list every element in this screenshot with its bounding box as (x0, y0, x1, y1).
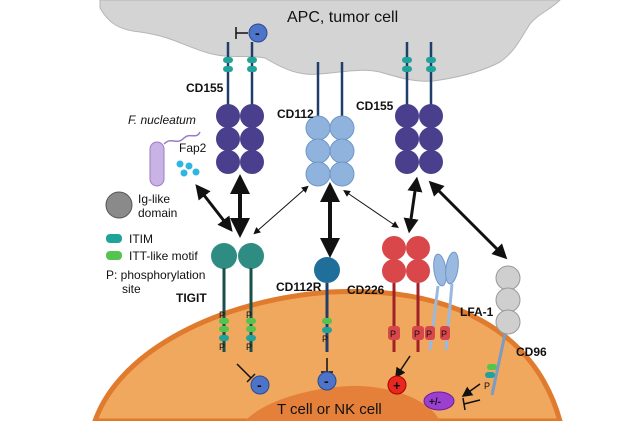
lfa1: P P (425, 251, 459, 351)
cd155-right-label: CD155 (356, 99, 394, 113)
svg-text:site: site (122, 282, 141, 296)
cd96-dual-signal: +/- (423, 383, 481, 411)
svg-text:-: - (324, 373, 329, 389)
arrow-cd112-tigit (253, 185, 309, 235)
svg-text:P: P (246, 310, 252, 320)
fap2-particles (176, 160, 200, 177)
apc-label: APC, tumor cell (287, 9, 398, 26)
cd112r-inhibition-signal: - (317, 358, 337, 391)
tigit-label: TIGIT (176, 291, 207, 305)
itt-legend-icon (106, 251, 122, 260)
cd112-label: CD112 (277, 107, 314, 121)
svg-text:P: P (426, 329, 432, 339)
t-cell-nucleus (245, 385, 440, 421)
cd155-left-label: CD155 (186, 81, 224, 95)
svg-text:P: P (219, 342, 225, 352)
svg-text:P: phosphorylation: P: phosphorylation (106, 268, 205, 282)
cd112 (305, 62, 355, 187)
fap2-label: Fap2 (179, 141, 207, 155)
cd96-label: CD96 (516, 345, 547, 359)
cd112r: P (314, 257, 340, 352)
svg-text:+/-: +/- (429, 397, 441, 408)
svg-text:-: - (257, 377, 262, 393)
tigit: P P P P (211, 243, 264, 352)
apc-inhibition-signal: - (235, 23, 268, 43)
svg-text:P: P (441, 329, 447, 339)
svg-text:-: - (255, 25, 260, 41)
arrow-cd112-cd226 (343, 190, 399, 228)
t-cell-label: T cell or NK cell (277, 401, 382, 418)
cd155-right (395, 42, 443, 174)
ig-domain-legend-icon (105, 191, 133, 219)
svg-text:domain: domain (138, 206, 177, 220)
svg-text:+: + (393, 378, 401, 393)
arrow-fap2-tigit (195, 184, 233, 232)
cd112r-label: CD112R (276, 280, 322, 294)
svg-text:P: P (484, 381, 490, 391)
svg-text:P: P (414, 329, 420, 339)
svg-text:ITT-like motif: ITT-like motif (129, 249, 198, 263)
cd96: P (484, 265, 521, 396)
f-nucleatum-label: F. nucleatum (128, 113, 196, 127)
svg-text:P: P (219, 310, 225, 320)
svg-text:ITIM: ITIM (129, 232, 153, 246)
arrow-cd155-cd96 (428, 180, 508, 260)
svg-text:P: P (322, 334, 328, 344)
t-cell-body (92, 288, 563, 421)
cd226: P P (382, 236, 430, 352)
cd155-left (216, 42, 264, 174)
cd226-activation-signal: + (387, 355, 411, 395)
svg-text:P: P (390, 329, 396, 339)
apc-tumor-cell (99, 0, 561, 82)
svg-text:Ig-like: Ig-like (138, 192, 170, 206)
cd226-label: CD226 (347, 283, 385, 297)
tigit-inhibition-signal: - (236, 363, 270, 395)
itim-legend-icon (106, 234, 122, 243)
legend: Ig-like domain ITIM ITT-like motif P: ph… (105, 191, 205, 296)
f-nucleatum-bacterium (149, 131, 201, 187)
svg-text:P: P (246, 342, 252, 352)
lfa1-label: LFA-1 (460, 305, 494, 319)
arrow-cd155-cd226 (403, 176, 423, 234)
